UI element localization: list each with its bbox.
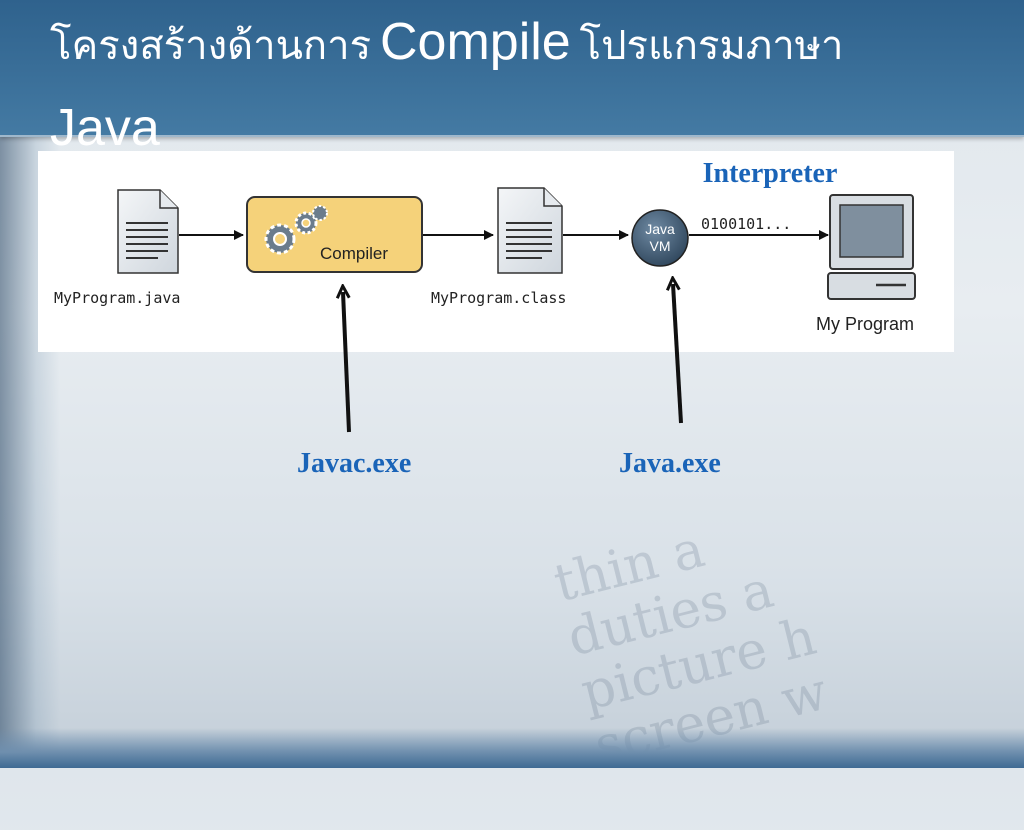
diagram-panel: MyProgram.java Compiler: [38, 151, 954, 352]
title-thai-1: โครงสร้างด้านการ: [50, 24, 372, 68]
java-label: Java.exe: [619, 448, 721, 479]
compiler-label: Compiler: [320, 244, 388, 263]
jvm-label-2: VM: [650, 238, 671, 254]
javac-label: Javac.exe: [297, 448, 412, 479]
output-label: My Program: [816, 314, 914, 334]
title-latin-2: Java: [50, 99, 160, 157]
class-file-icon: [497, 187, 563, 274]
computer-icon: [827, 194, 916, 300]
compile-diagram: MyProgram.java Compiler: [54, 158, 916, 334]
binary-label: 0100101...: [701, 215, 791, 233]
gears-icon: [264, 205, 328, 255]
title-bar: โครงสร้างด้านการ Compile โปรแกรมภาษา Java: [0, 0, 1024, 157]
jvm-icon: Java VM: [631, 209, 689, 267]
source-file-label: MyProgram.java: [54, 289, 180, 307]
slide-title: โครงสร้างด้านการ Compile โปรแกรมภาษา Java: [50, 2, 990, 174]
source-file-icon: [117, 189, 179, 274]
compiler-box: Compiler: [246, 196, 423, 273]
title-thai-2: โปรแกรมภาษา: [579, 24, 844, 68]
class-file-label: MyProgram.class: [431, 289, 566, 307]
interpreter-label: Interpreter: [703, 158, 838, 189]
title-latin-1: Compile: [379, 13, 571, 71]
bottom-band: [0, 728, 1024, 768]
jvm-label-1: Java: [645, 221, 675, 237]
